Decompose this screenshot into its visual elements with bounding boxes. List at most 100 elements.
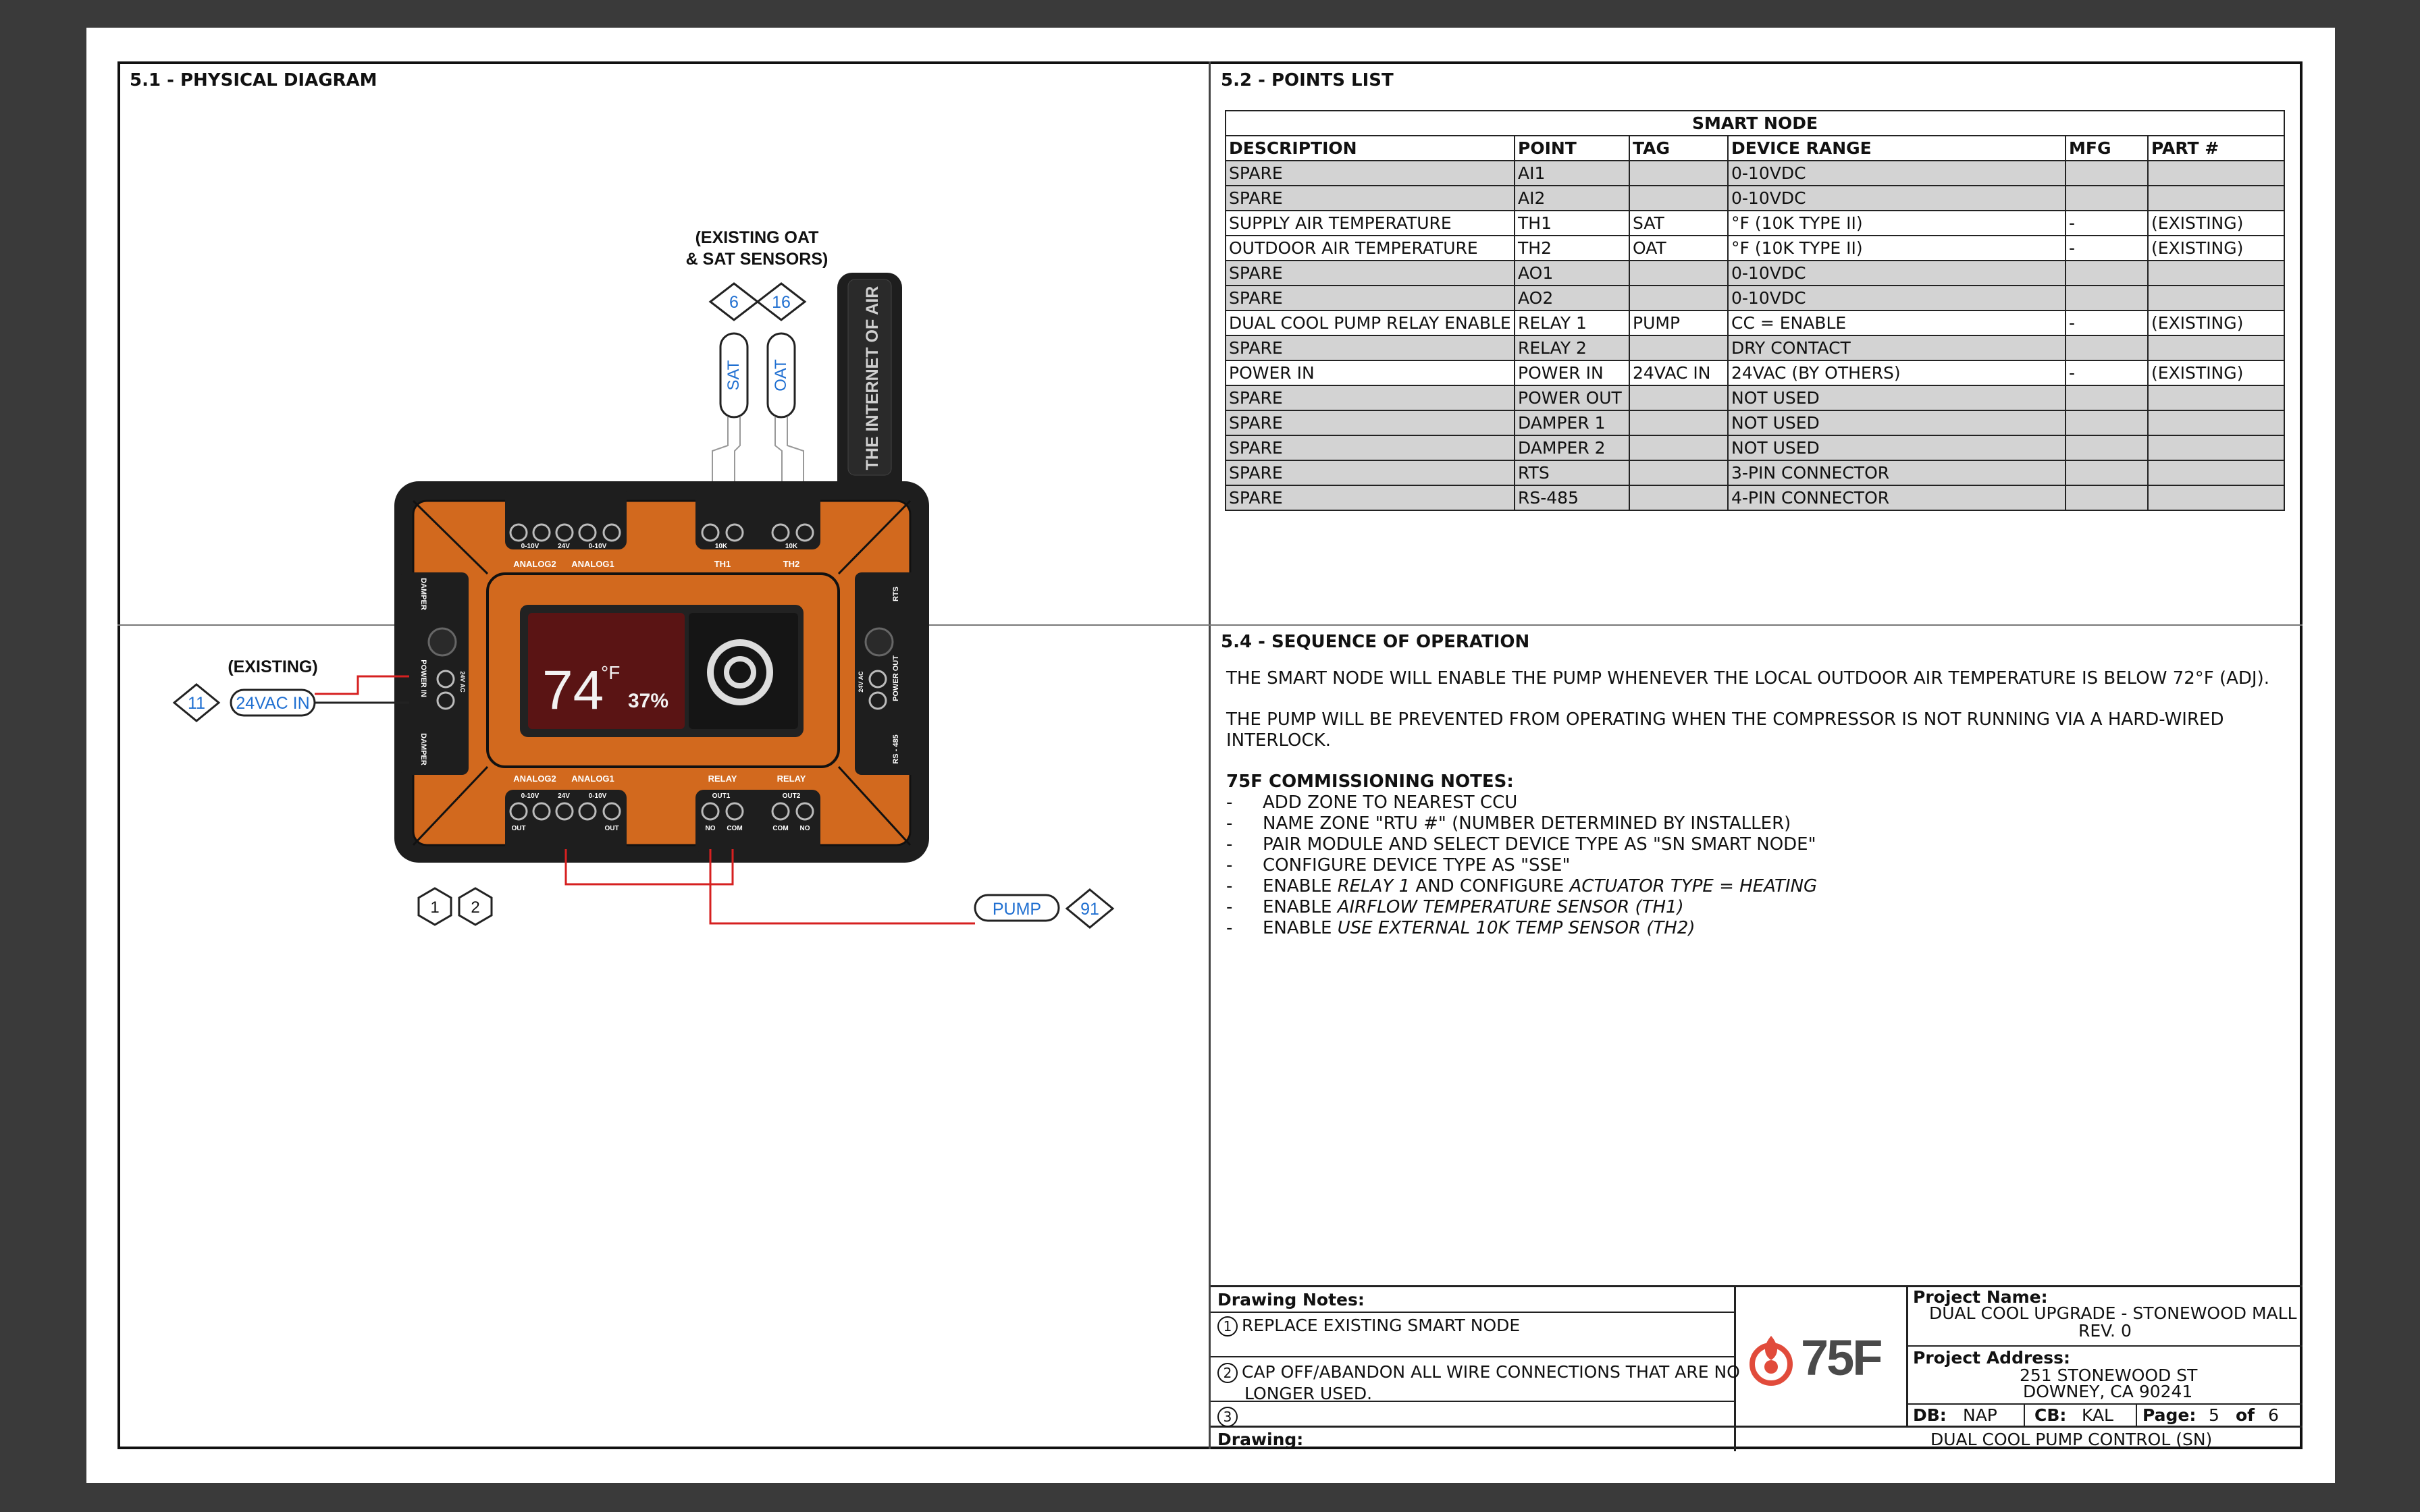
list-item: -ENABLE AIRFLOW TEMPERATURE SENSOR (TH1) — [1226, 897, 1684, 917]
table-cell-desc: POWER IN — [1225, 360, 1515, 386]
screen-temperature: 74 — [542, 659, 604, 721]
terminal-screw — [868, 670, 887, 688]
table-cell-desc: SPARE — [1225, 260, 1515, 286]
table-cell-point: RS-485 — [1514, 485, 1630, 511]
port-label: 10K — [785, 543, 798, 550]
project-name-label: Project Name: — [1913, 1287, 2048, 1307]
port-label: NO — [800, 825, 810, 832]
table-cell-tag: 24VAC IN — [1629, 360, 1729, 386]
svg-text:91: 91 — [1080, 900, 1099, 919]
port-label: ANALOG2 — [513, 559, 556, 569]
port-label: COM — [772, 825, 788, 832]
table-cell-tag — [1629, 160, 1729, 186]
terminal-screw — [578, 523, 597, 542]
port-label: ANALOG1 — [571, 559, 614, 569]
points-table: SMART NODE DESCRIPTION POINT TAG DEVICE … — [1225, 110, 2285, 511]
terminal-screw — [795, 802, 814, 821]
cb-value: KAL — [2082, 1405, 2113, 1425]
logo-text: 75F — [1801, 1330, 1883, 1386]
oat-sensor: OAT — [766, 332, 796, 418]
svg-text:PUMP: PUMP — [993, 900, 1041, 919]
table-cell-range: DRY CONTACT — [1727, 335, 2066, 361]
table-cell-tag — [1629, 185, 1729, 211]
port-label: RELAY — [777, 774, 806, 784]
table-cell-mfg — [2065, 335, 2149, 361]
table-cell-mfg: - — [2065, 235, 2149, 261]
sequence-paragraph-2: THE PUMP WILL BE PREVENTED FROM OPERATIN… — [1226, 709, 2224, 751]
terminal-screw — [602, 802, 621, 821]
table-cell-range: NOT USED — [1727, 435, 2066, 461]
svg-text:11: 11 — [188, 694, 205, 713]
table-cell-mfg — [2065, 460, 2149, 486]
pump-tag: 91 — [1065, 888, 1115, 929]
smart-node-device: 74 °F 37% — [394, 481, 929, 863]
table-cell-range: 0-10VDC — [1727, 260, 2066, 286]
port-label: 0-10V — [521, 792, 540, 800]
terminal-screw — [555, 523, 574, 542]
table-cell-point: AI1 — [1514, 160, 1630, 186]
table-cell-tag: OAT — [1629, 235, 1729, 261]
commissioning-notes-list: -ADD ZONE TO NEAREST CCU-NAME ZONE "RTU … — [1226, 792, 2280, 939]
table-cell-point: POWER IN — [1514, 360, 1630, 386]
svg-text:24VAC IN: 24VAC IN — [236, 694, 309, 713]
svg-text:OAT: OAT — [772, 359, 790, 392]
list-item: -CONFIGURE DEVICE TYPE AS "SSE" — [1226, 855, 1571, 875]
terminal-screw — [725, 802, 744, 821]
table-cell-range: 0-10VDC — [1727, 285, 2066, 311]
table-cell-desc: SPARE — [1225, 385, 1515, 411]
screen-temperature-unit: °F — [601, 662, 620, 683]
port-label: NO — [706, 825, 716, 832]
drawing-title: DUAL COOL PUMP CONTROL (SN) — [1930, 1430, 2213, 1449]
table-cell-part — [2147, 435, 2285, 461]
table-cell-tag — [1629, 335, 1729, 361]
antenna-text: THE INTERNET OF AIR — [863, 286, 882, 470]
table-cell-desc: SPARE — [1225, 460, 1515, 486]
port-label: 24V AC — [459, 671, 466, 693]
terminal-screw — [771, 523, 790, 542]
table-cell-desc: DUAL COOL PUMP RELAY ENABLE — [1225, 310, 1515, 336]
revision: REV. 0 — [2078, 1321, 2132, 1341]
table-cell-tag: SAT — [1629, 210, 1729, 236]
port-label: TH2 — [783, 559, 800, 569]
project-name: DUAL COOL UPGRADE - STONEWOOD MALL — [1929, 1303, 2297, 1323]
table-cell-point: DAMPER 1 — [1514, 410, 1630, 436]
cb-label: CB: — [2034, 1405, 2067, 1425]
terminal-screw — [436, 670, 455, 688]
physical-diagram: (EXISTING OAT & SAT SENSORS) 6 16 SAT OA… — [172, 228, 1115, 929]
table-cell-part — [2147, 410, 2285, 436]
table-cell-desc: OUTDOOR AIR TEMPERATURE — [1225, 235, 1515, 261]
table-cell-tag — [1629, 435, 1729, 461]
power-label: 24VAC IN — [230, 688, 316, 717]
table-cell-range: NOT USED — [1727, 385, 2066, 411]
table-cell-mfg — [2065, 285, 2149, 311]
port-label: OUT1 — [712, 792, 731, 800]
terminal-screw — [436, 691, 455, 710]
of-label: of — [2236, 1405, 2255, 1425]
table-cell-desc: SPARE — [1225, 485, 1515, 511]
port-label: 24V — [558, 543, 570, 550]
table-cell-desc: SPARE — [1225, 185, 1515, 211]
port-label: OUT — [511, 825, 525, 832]
table-cell-range: 0-10VDC — [1727, 160, 2066, 186]
table-cell-range: 4-PIN CONNECTOR — [1727, 485, 2066, 511]
table-cell-part — [2147, 185, 2285, 211]
antenna: THE INTERNET OF AIR — [837, 273, 902, 500]
port-label: RELAY — [708, 774, 737, 784]
port-label: ANALOG1 — [571, 774, 614, 784]
list-item: -ENABLE USE EXTERNAL 10K TEMP SENSOR (TH… — [1226, 918, 1695, 938]
drawing-note-3: 3 — [1217, 1406, 1242, 1427]
table-cell-range: °F (10K TYPE II) — [1727, 210, 2066, 236]
table-cell-tag — [1629, 285, 1729, 311]
terminal-screw — [868, 691, 887, 710]
port-label: POWER OUT — [892, 655, 900, 701]
svg-text:6: 6 — [729, 293, 739, 312]
section-title-points-list: 5.2 - POINTS LIST — [1221, 70, 1394, 90]
table-cell-desc: SPARE — [1225, 335, 1515, 361]
db-value: NAP — [1963, 1405, 1997, 1425]
